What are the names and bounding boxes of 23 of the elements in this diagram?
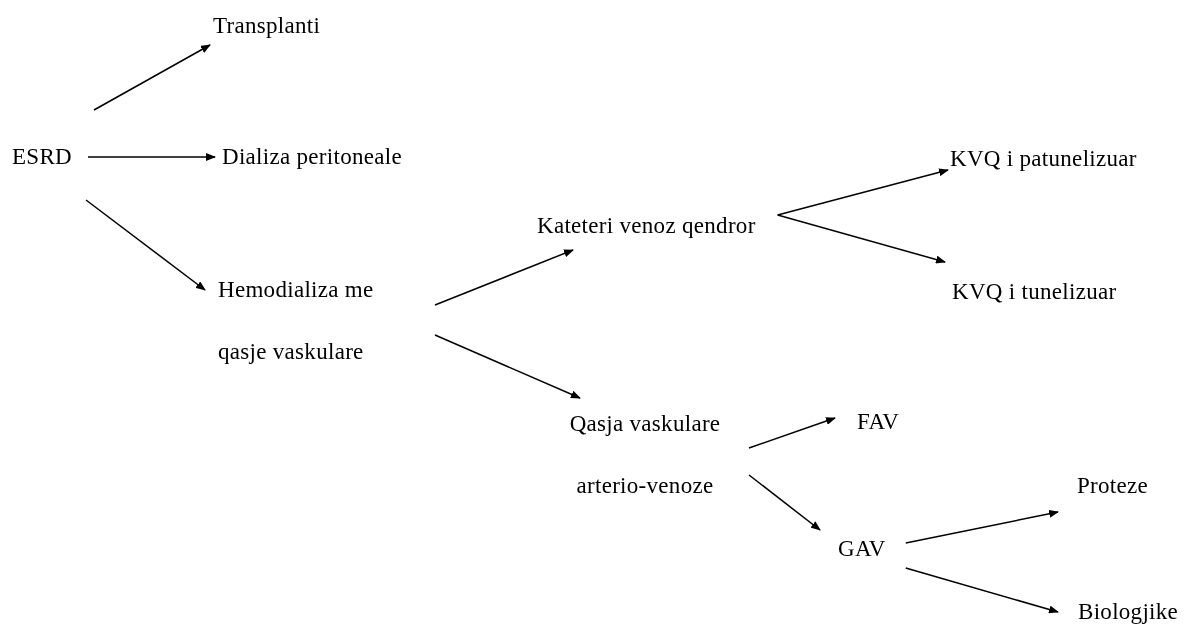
arrow [905, 509, 1059, 544]
node-label: ESRD [12, 143, 72, 171]
node-label: KVQ i patunelizuar [950, 145, 1137, 173]
arrow [776, 168, 949, 216]
node-label: GAV [838, 535, 886, 563]
arrow [87, 153, 216, 161]
arrow [85, 199, 206, 291]
node-label: Proteze [1077, 472, 1149, 500]
node-label: Biologjike [1078, 598, 1179, 626]
node-label: Kateteri venoz qendror [537, 212, 756, 240]
arrow [905, 567, 1059, 614]
node-label: Dializa peritoneale [222, 143, 403, 171]
arrow [434, 249, 574, 306]
arrow [748, 474, 821, 531]
arrow [776, 214, 946, 264]
arrow [434, 334, 581, 399]
node-label: Transplanti [213, 12, 321, 40]
arrow [93, 44, 211, 111]
node-label: Qasja vaskulare arterio-venoze [568, 410, 722, 500]
node-label: Hemodializa me qasje vaskulare [218, 276, 375, 366]
node-label: KVQ i tunelizuar [952, 278, 1117, 306]
arrow [748, 417, 836, 449]
node-label: FAV [857, 408, 900, 436]
